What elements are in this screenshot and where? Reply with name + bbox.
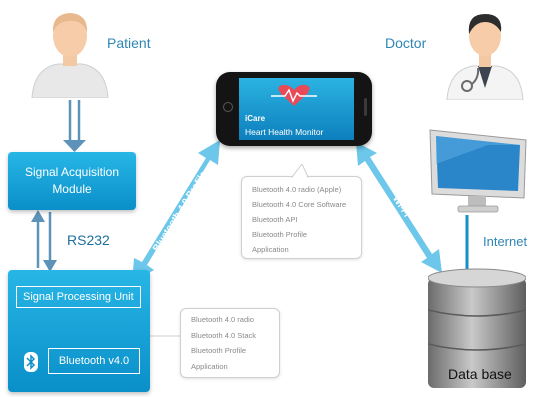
device-callout-item: Bluetooth 4.0 Stack bbox=[191, 330, 257, 340]
signal-acquisition-line2: Module bbox=[52, 182, 92, 196]
signal-processing-unit: Signal Processing Unit bbox=[16, 286, 141, 308]
device-callout-item: Bluetooth Profile bbox=[191, 346, 247, 355]
rs232-label: RS232 bbox=[67, 232, 110, 248]
phone-callout-pointer bbox=[290, 164, 309, 178]
phone-home-button bbox=[223, 102, 233, 112]
phone-callout-item: Bluetooth 4.0 radio (Apple) bbox=[252, 185, 342, 194]
phone-screen: iCare Heart Health Monitor bbox=[239, 78, 354, 140]
phone-callout-item: Bluetooth 4.0 Core Software bbox=[252, 200, 347, 209]
heart-icon bbox=[269, 84, 319, 113]
signal-processing-label: Signal Processing Unit bbox=[23, 291, 134, 303]
phone-callout-item: Bluetooth Profile bbox=[252, 230, 308, 239]
phone-callout-item: Bluetooth API bbox=[252, 215, 298, 224]
signal-acquisition-line1: Signal Acquisition bbox=[24, 165, 120, 179]
bluetooth-icon bbox=[24, 352, 38, 372]
database-label: Data base bbox=[448, 366, 512, 382]
device-callout: Bluetooth 4.0 radio Bluetooth 4.0 Stack … bbox=[180, 308, 280, 378]
smartphone: iCare Heart Health Monitor bbox=[216, 72, 372, 146]
patient-label: Patient bbox=[107, 35, 151, 51]
signal-processing-container: Signal Processing Unit Bluetooth v4.0 bbox=[8, 270, 150, 392]
patient-avatar bbox=[30, 6, 110, 99]
phone-speaker bbox=[364, 98, 367, 116]
doctor-label: Doctor bbox=[385, 35, 427, 51]
bluetooth-v4-label: Bluetooth v4.0 bbox=[58, 355, 130, 367]
patient-to-acquisition-arrow bbox=[63, 100, 86, 152]
rs232-arrow bbox=[31, 210, 57, 272]
bluetooth-profile-arrow bbox=[132, 140, 220, 283]
wifi-arrow bbox=[356, 142, 442, 273]
app-name: iCare bbox=[245, 114, 266, 123]
app-title: Heart Health Monitor bbox=[245, 127, 324, 137]
device-callout-item: Application bbox=[191, 361, 228, 371]
internet-label: Internet bbox=[483, 234, 528, 249]
signal-acquisition-module: Signal Acquisition Module bbox=[8, 152, 136, 210]
device-callout-item: Bluetooth 4.0 radio bbox=[191, 315, 254, 324]
phone-callout: Bluetooth 4.0 radio (Apple) Bluetooth 4.… bbox=[241, 176, 362, 259]
phone-callout-item: Application bbox=[252, 245, 289, 254]
doctor-avatar bbox=[445, 8, 525, 101]
database-icon bbox=[427, 268, 527, 392]
computer-monitor-icon bbox=[428, 124, 532, 216]
bluetooth-v4-box: Bluetooth v4.0 bbox=[48, 348, 140, 374]
